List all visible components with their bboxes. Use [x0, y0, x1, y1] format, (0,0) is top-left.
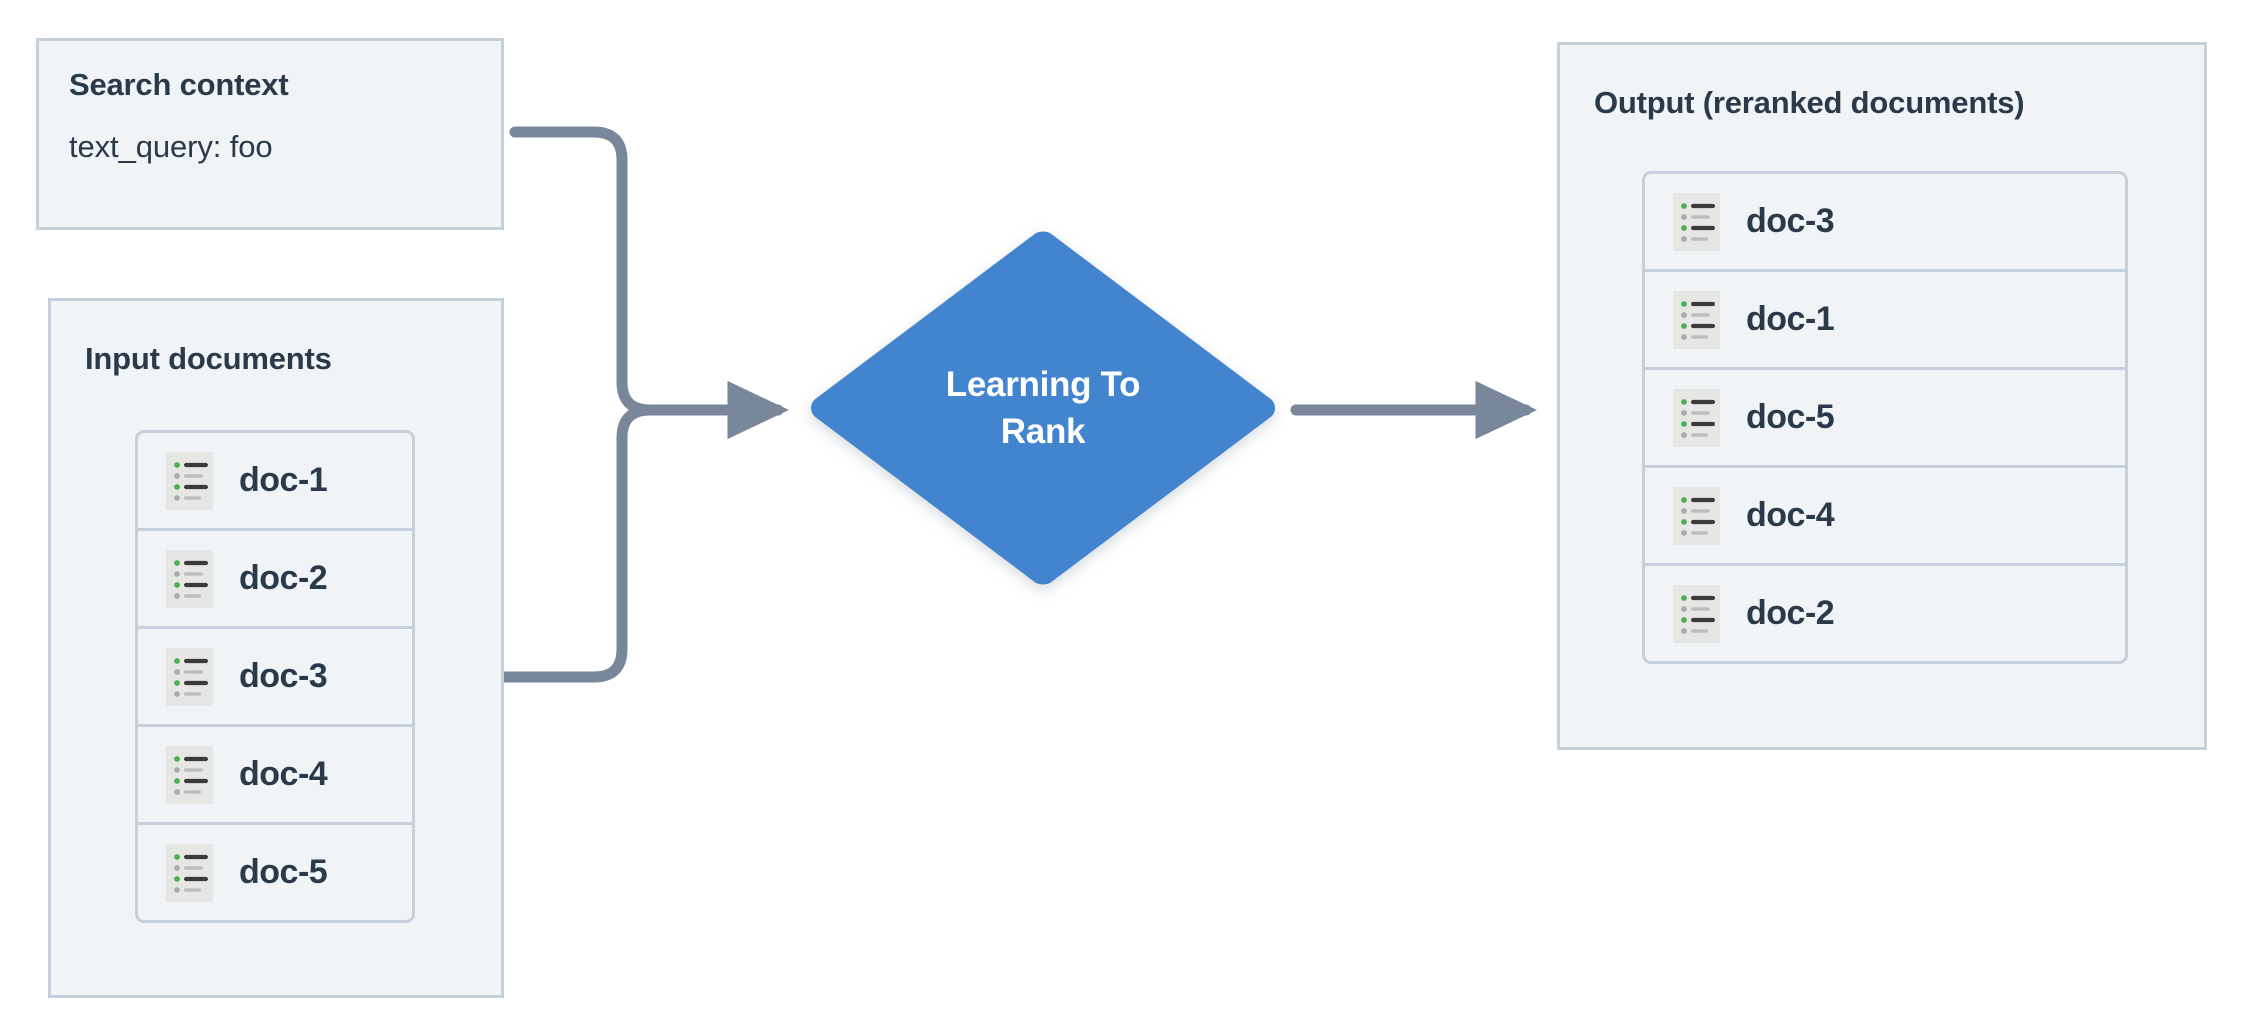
search-context-text-query: text_query: foo	[69, 129, 273, 164]
document-list-icon	[1673, 388, 1720, 447]
document-list-icon	[1673, 486, 1720, 545]
document-list-icon	[166, 647, 213, 706]
connector-input-documents-to-ltr	[497, 404, 696, 683]
document-row-label: doc-3	[1746, 202, 1835, 240]
search-context-panel: Search context text_query: foo	[36, 38, 504, 230]
document-list-icon	[166, 451, 213, 510]
document-row-label: doc-4	[239, 755, 328, 793]
document-row-label: doc-5	[1746, 398, 1835, 436]
learning-to-rank-node[interactable]: Learning To Rank	[808, 230, 1278, 586]
document-row[interactable]: doc-5	[1642, 367, 2128, 468]
document-row-label: doc-5	[239, 853, 328, 891]
document-list-icon	[1673, 584, 1720, 643]
document-row[interactable]: doc-1	[1642, 269, 2128, 370]
output-panel-title: Output (reranked documents)	[1594, 85, 2025, 120]
document-list-icon	[1673, 290, 1720, 349]
document-row-label: doc-4	[1746, 496, 1835, 534]
document-row[interactable]: doc-2	[1642, 563, 2128, 664]
document-row[interactable]: doc-4	[1642, 465, 2128, 566]
document-row[interactable]: doc-3	[1642, 171, 2128, 272]
document-row[interactable]: doc-5	[135, 822, 415, 923]
document-list-icon	[1673, 192, 1720, 251]
document-row-label: doc-2	[239, 559, 328, 597]
document-row-label: doc-1	[239, 461, 328, 499]
search-context-title: Search context	[69, 67, 289, 102]
document-row-label: doc-1	[1746, 300, 1835, 338]
connector-search-context-to-ltr	[509, 126, 696, 416]
document-row-label: doc-3	[239, 657, 328, 695]
input-documents-list: doc-1 doc-2 doc-3 doc-4 doc-5	[135, 430, 415, 923]
document-list-icon	[166, 843, 213, 902]
document-row[interactable]: doc-2	[135, 528, 415, 629]
input-documents-title: Input documents	[85, 341, 332, 376]
document-list-icon	[166, 745, 213, 804]
document-list-icon	[166, 549, 213, 608]
document-row-label: doc-2	[1746, 594, 1835, 632]
document-row[interactable]: doc-4	[135, 724, 415, 825]
output-documents-list: doc-3 doc-1 doc-5 doc-4 doc-2	[1642, 171, 2128, 664]
document-row[interactable]: doc-1	[135, 430, 415, 531]
diamond-shape	[811, 231, 1275, 585]
document-row[interactable]: doc-3	[135, 626, 415, 727]
